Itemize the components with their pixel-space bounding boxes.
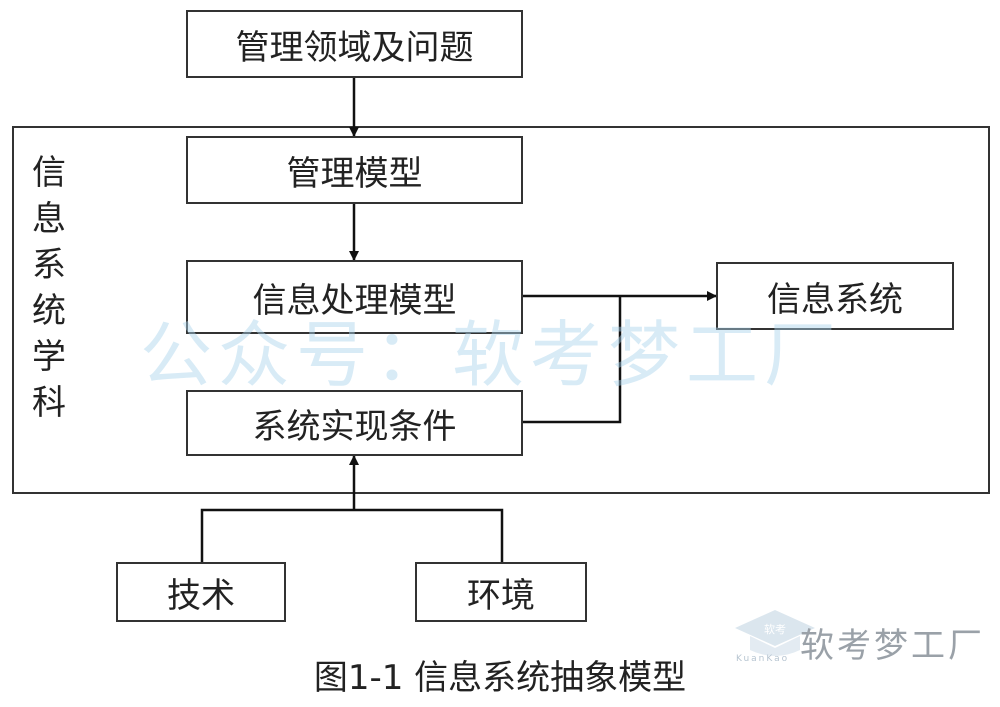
node-information-system: 信息系统 <box>716 262 954 330</box>
discipline-label: 信息系统学科 <box>32 153 66 423</box>
logo-pinyin: KuanKao <box>736 654 790 664</box>
node-implementation-conditions: 系统实现条件 <box>186 390 523 456</box>
node-management-model: 管理模型 <box>186 136 523 204</box>
line-tech-up <box>200 508 504 562</box>
node-problem-domain: 管理领域及问题 <box>186 10 523 78</box>
watermark-text: 公众号：软考梦工厂 <box>140 313 843 397</box>
line-conditions-out <box>521 296 622 424</box>
brand-name: 软考梦工厂 <box>800 626 985 666</box>
figure-caption: 图1-1 信息系统抽象模型 <box>313 658 687 698</box>
node-environment: 环境 <box>415 562 587 622</box>
node-info-processing-model: 信息处理模型 <box>186 260 523 334</box>
brand-logo-icon: 软考 <box>735 610 815 656</box>
discipline-container <box>12 126 990 494</box>
logo-badge-text: 软考 <box>764 622 786 636</box>
node-technology: 技术 <box>116 562 286 622</box>
